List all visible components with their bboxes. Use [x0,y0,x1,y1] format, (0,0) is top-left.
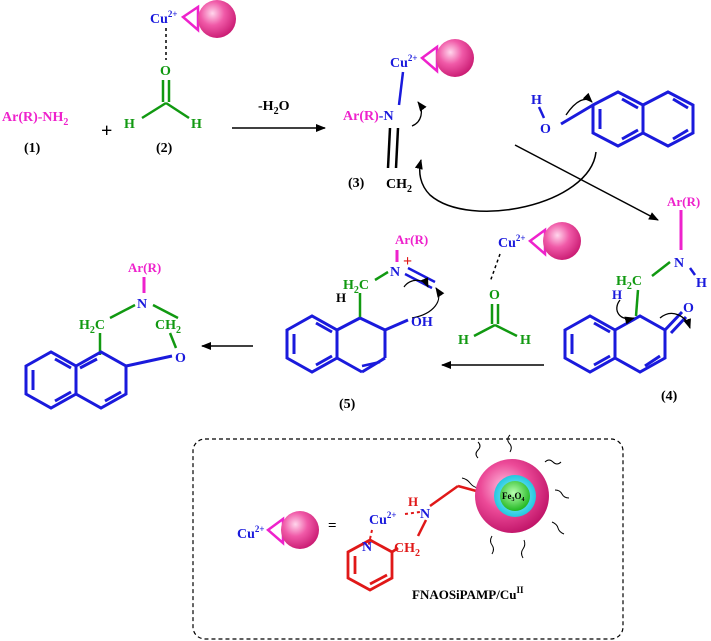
svg-text:H2C: H2C [343,278,369,296]
svg-text:H: H [336,290,346,305]
iminium-intermediate-5: Ar(R) N + H2C H OH [285,232,445,374]
svg-text:H: H [696,276,707,291]
svg-text:Ar(R): Ar(R) [667,194,700,209]
formaldehyde-cu-complex-mid: Cu2+ O H H [458,222,581,348]
svg-text:H: H [408,494,418,509]
svg-text:H: H [191,117,202,132]
svg-text:N: N [137,297,147,312]
compound-2-label: (2) [156,141,173,156]
svg-text:Ar(R): Ar(R) [395,232,428,247]
svg-text:+: + [403,253,412,270]
svg-text:OH: OH [411,315,433,330]
svg-text:N: N [420,507,430,522]
svg-text:O: O [175,351,186,366]
o-atom: O [160,64,171,79]
water-loss-label: -H2O [258,99,290,117]
svg-text:H: H [531,93,542,108]
svg-text:CH2: CH2 [155,318,181,336]
svg-text:CH2: CH2 [394,541,420,559]
svg-text:N: N [674,256,684,271]
curved-attack-arrow [414,151,597,212]
naphthoxazine-product: Ar(R) N H2C CH2 O [24,260,186,410]
svg-text:H: H [458,333,469,348]
compound-1-label: (1) [24,141,41,156]
svg-text:H: H [124,117,135,132]
catalyst-legend-box [192,438,624,640]
svg-text:O: O [540,122,551,137]
svg-text:CH2: CH2 [386,177,412,195]
svg-text:H2C: H2C [616,274,642,292]
imine-cu-complex-3: Cu2+ Ar(R)-N CH2 [343,39,474,195]
svg-text:O: O [683,301,694,316]
svg-text:Cu2+: Cu2+ [498,233,526,251]
cu-atom: Cu2+ [150,9,178,27]
naphthol-structure [560,90,695,148]
compound-3-label: (3) [348,176,365,191]
cu-ligand-cone [180,4,200,33]
svg-text:Ar(R): Ar(R) [128,260,161,275]
catalyst-sphere-icon [198,0,236,38]
svg-text:Cu2+: Cu2+ [237,524,265,542]
svg-text:N: N [362,540,372,555]
svg-text:Cu2+: Cu2+ [390,53,418,71]
catalyst-sphere-icon [436,39,474,77]
catalyst-structure: Cu2+ H N CH2 N Fe3 [346,434,570,592]
catalyst-symbol: Cu2+ [237,511,319,549]
reaction-arrow-2 [514,144,659,221]
intermediate-4: Ar(R) N H H2C H O [563,194,707,374]
svg-text:N: N [390,265,400,280]
compound-4-label: (4) [661,389,678,404]
catalyst-sphere-icon [281,511,319,549]
plus-sign: + [101,120,112,142]
fe3o4-core-label: Fe3O4 [502,491,525,503]
catalyst-name-label: FNAOSiPAMP/CuII [412,585,524,602]
svg-text:H: H [520,333,531,348]
compound-5-label: (5) [339,397,356,412]
svg-text:H: H [612,287,622,302]
svg-text:H2C: H2C [79,318,105,336]
svg-text:Cu2+: Cu2+ [369,510,397,528]
catalyst-sphere-icon [543,222,581,260]
formaldehyde-cu-complex-2: Cu2+ O H H [124,0,236,132]
equals-sign: = [328,518,337,534]
amine-label: Ar(R)-NH2 [2,110,68,128]
svg-text:O: O [489,288,500,303]
imine-n-atom: Ar(R)-N [343,109,394,124]
